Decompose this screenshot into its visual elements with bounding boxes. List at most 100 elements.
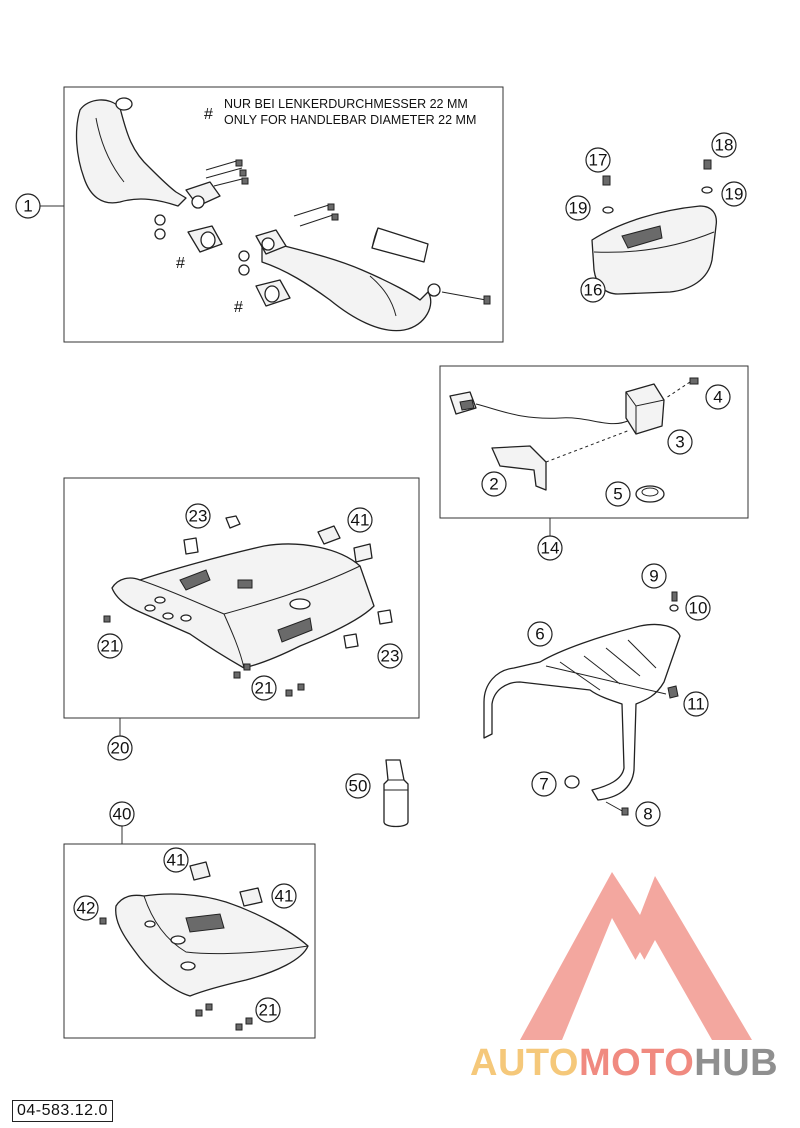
callout-14: 14 xyxy=(537,535,563,561)
svg-text:5: 5 xyxy=(613,485,622,504)
callout-2: 2 xyxy=(481,471,507,497)
callout-20: 20 xyxy=(107,735,133,761)
control-unit xyxy=(625,383,665,435)
svg-text:41: 41 xyxy=(351,511,370,530)
callout-17: 17 xyxy=(585,147,611,173)
clamp-41a-1 xyxy=(317,525,341,545)
handlebar-end xyxy=(371,227,429,263)
callout-7: 7 xyxy=(531,771,557,797)
svg-text:11: 11 xyxy=(687,695,705,714)
callout-10: 10 xyxy=(685,595,711,621)
callout-16: 16 xyxy=(580,277,606,303)
svg-text:23: 23 xyxy=(381,647,400,666)
svg-text:16: 16 xyxy=(584,281,603,300)
svg-text:19: 19 xyxy=(725,185,744,204)
callout-19b: 19 xyxy=(721,181,747,207)
svg-text:21: 21 xyxy=(259,1001,278,1020)
left-handguard xyxy=(75,99,187,207)
svg-text:41: 41 xyxy=(275,887,294,906)
callout-19a: 19 xyxy=(565,195,591,221)
svg-text:17: 17 xyxy=(589,151,608,170)
electrical-box xyxy=(439,365,749,519)
svg-text:6: 6 xyxy=(535,625,544,644)
svg-text:4: 4 xyxy=(713,388,722,407)
wiring-harness xyxy=(475,403,631,425)
callout-41b: 41 xyxy=(163,847,189,873)
luggage-rack-group: 9 10 6 11 7 8 xyxy=(483,563,711,827)
callout-21c: 21 xyxy=(255,997,281,1023)
svg-text:3: 3 xyxy=(675,433,684,452)
callout-11: 11 xyxy=(683,691,709,717)
watermark-text: AUTOMOTOHUB xyxy=(470,1042,779,1084)
seat-pad xyxy=(591,205,718,295)
plug-23a-1 xyxy=(225,515,241,529)
note-english: ONLY FOR HANDLEBAR DIAMETER 22 MM xyxy=(224,113,476,127)
svg-text:10: 10 xyxy=(689,599,708,618)
callout-3: 3 xyxy=(667,429,693,455)
callout-23b: 23 xyxy=(377,643,403,669)
callout-1: 1 xyxy=(15,193,41,219)
svg-text:2: 2 xyxy=(489,475,498,494)
callout-6: 6 xyxy=(527,621,553,647)
svg-text:#: # xyxy=(234,299,243,316)
washer-19b xyxy=(701,186,713,194)
document-code: 04-583.12.0 xyxy=(12,1100,113,1122)
callout-42: 42 xyxy=(73,895,99,921)
right-handguard xyxy=(261,239,432,332)
callout-9: 9 xyxy=(641,563,667,589)
washer-19a xyxy=(602,206,614,214)
callout-4: 4 xyxy=(705,384,731,410)
engine-guard-box xyxy=(63,843,316,1039)
svg-text:1: 1 xyxy=(23,197,32,216)
svg-text:41: 41 xyxy=(167,851,186,870)
seat-pad-group: 17 19 18 19 16 xyxy=(565,132,747,303)
threadlocker-tube xyxy=(383,759,409,828)
handguard-box xyxy=(63,86,504,343)
svg-text:20: 20 xyxy=(111,739,130,758)
plug-23b-2 xyxy=(377,609,393,625)
svg-text:23: 23 xyxy=(189,507,208,526)
skid-plate xyxy=(111,543,375,669)
callout-41a: 41 xyxy=(347,507,373,533)
svg-text:21: 21 xyxy=(101,637,120,656)
clamp-41b xyxy=(189,861,211,881)
handguard-group: # NUR BEI LENKERDURCHMESSER 22 MM ONLY F… xyxy=(15,86,504,343)
screw-18 xyxy=(703,159,712,170)
svg-text:7: 7 xyxy=(539,775,548,794)
threadlocker-group: 50 xyxy=(345,759,409,828)
engine-guard xyxy=(115,893,309,997)
electrical-group: 4 3 2 5 14 xyxy=(439,365,749,561)
screw-17 xyxy=(602,175,611,186)
svg-text:9: 9 xyxy=(649,567,658,586)
skid-plate-box xyxy=(63,477,420,719)
svg-text:21: 21 xyxy=(255,679,274,698)
clamp-41a-2 xyxy=(353,543,373,563)
bracket xyxy=(491,445,547,491)
callout-40: 40 xyxy=(109,801,135,827)
svg-text:19: 19 xyxy=(569,199,588,218)
callout-23a: 23 xyxy=(185,503,211,529)
callout-18: 18 xyxy=(711,132,737,158)
callout-8: 8 xyxy=(635,801,661,827)
svg-text:8: 8 xyxy=(643,805,652,824)
note-german: NUR BEI LENKERDURCHMESSER 22 MM xyxy=(224,97,468,111)
skid-plate-group: 23 41 21 23 21 20 xyxy=(63,477,420,761)
plug-23b-1 xyxy=(343,633,359,649)
engine-guard-group: 40 41 41 42 21 xyxy=(63,801,316,1039)
svg-text:18: 18 xyxy=(715,136,734,155)
hash-note-symbol: # xyxy=(204,106,213,123)
callout-5: 5 xyxy=(605,481,631,507)
svg-text:42: 42 xyxy=(77,899,96,918)
callout-41c: 41 xyxy=(271,883,297,909)
spacer-7 xyxy=(564,775,580,789)
svg-text:50: 50 xyxy=(349,777,368,796)
callout-21b: 21 xyxy=(251,675,277,701)
svg-text:40: 40 xyxy=(113,805,132,824)
svg-text:14: 14 xyxy=(541,539,560,558)
watermark-logo xyxy=(520,872,752,1040)
callout-21a: 21 xyxy=(97,633,123,659)
clamp-41c xyxy=(239,887,263,907)
luggage-rack xyxy=(483,623,681,801)
callout-50: 50 xyxy=(345,773,371,799)
